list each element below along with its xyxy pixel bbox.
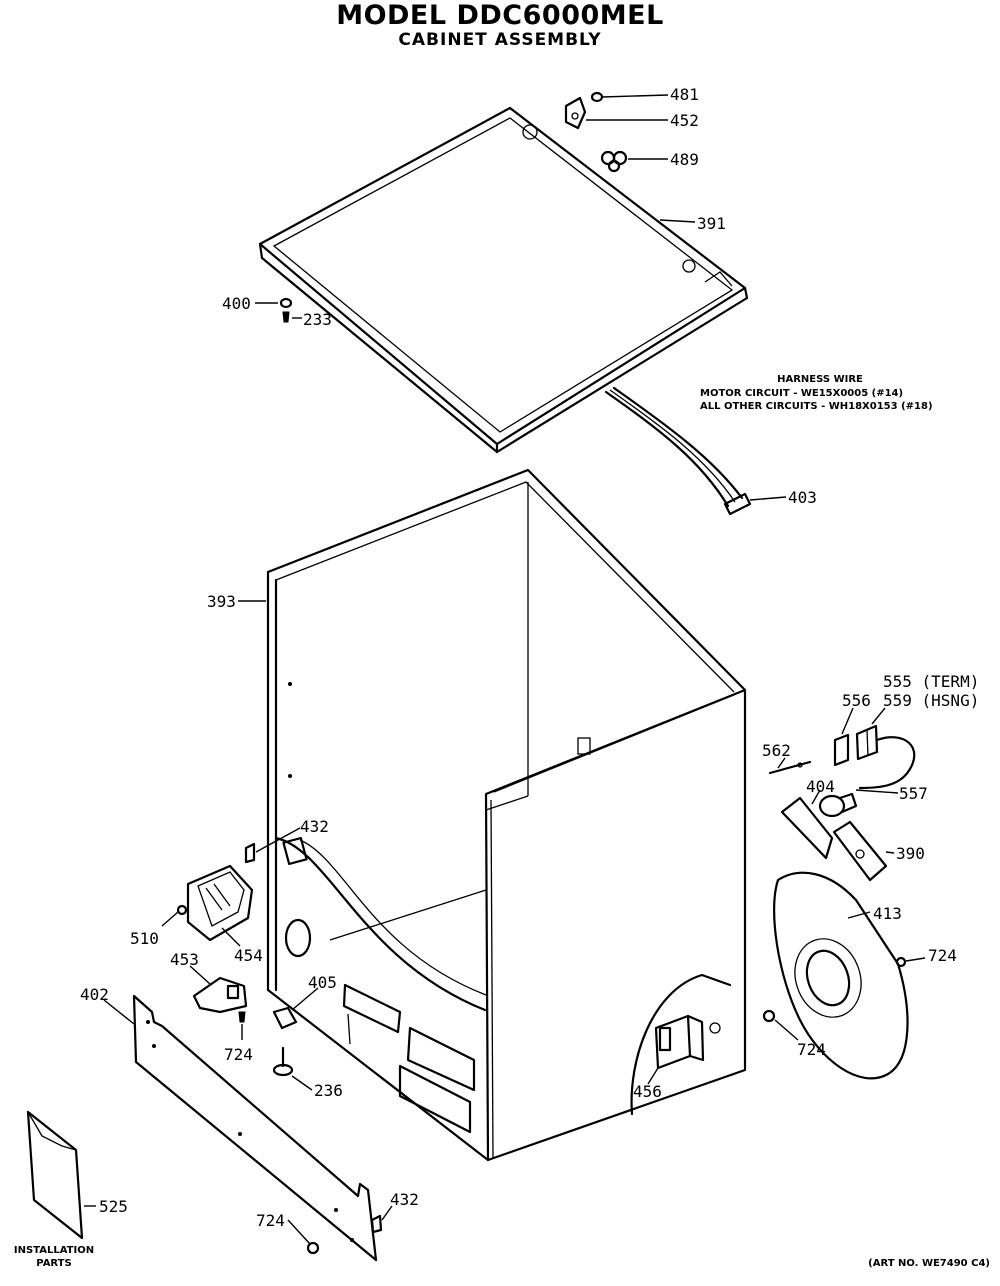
terminal-block-556 [833,707,854,767]
housing-559 [855,707,916,790]
clip-432b [370,1205,393,1234]
top-cover-391 [258,106,749,454]
callout-432-bottom: 432 [390,1190,419,1209]
bracket-456 [647,1014,721,1085]
callout-724-right: 724 [928,946,957,965]
callout-391: 391 [697,214,726,233]
harness-note-title: HARNESS WIRE [777,374,863,385]
callout-390: 390 [896,844,925,863]
clip-432a [244,827,301,864]
screw-233 [282,311,302,323]
art-number: (ART NO. WE7490 C4) [868,1258,990,1269]
callout-559: 559 (HSNG) [883,691,979,710]
harness-403 [604,386,787,516]
toe-panel-402 [103,994,378,1262]
hinge-452 [564,96,587,130]
callout-454: 454 [234,946,263,965]
wire-562 [768,757,812,775]
callout-400: 400 [222,294,251,313]
leader-391 [659,219,696,223]
callout-405: 405 [308,973,337,992]
bracket-404 [780,789,834,860]
screw-724b [762,1009,799,1041]
callout-489: 489 [670,150,699,169]
screw-481 [590,91,669,103]
fastener-400 [255,297,293,309]
harness-note-other: ALL OTHER CIRCUITS - WH18X0153 (#18) [700,401,933,412]
screw-724a [895,956,926,968]
installation-label: INSTALLATION [14,1245,94,1256]
installation-parts-label: PARTS [36,1258,71,1269]
screw-724c [238,1011,246,1040]
clip-405 [272,987,319,1030]
callout-236: 236 [314,1081,343,1100]
screw-724d [287,1219,320,1255]
model-title: MODEL DDC6000MEL [336,0,664,31]
callout-557: 557 [899,784,928,803]
callout-456: 456 [633,1082,662,1101]
callout-556: 556 [842,691,871,710]
callout-555: 555 (TERM) [883,672,979,691]
callout-510: 510 [130,929,159,948]
callout-724-panel: 724 [797,1040,826,1059]
callout-413: 413 [873,904,902,923]
cabinet-393 [238,468,747,1162]
callout-562: 562 [762,741,791,760]
vent-454 [186,864,254,947]
clip-489 [600,150,668,173]
callout-525: 525 [99,1197,128,1216]
callout-402: 402 [80,985,109,1004]
callout-481: 481 [670,85,699,104]
callout-403: 403 [788,488,817,507]
callout-393: 393 [207,592,236,611]
assembly-subtitle: CABINET ASSEMBLY [398,30,602,50]
screw-510 [161,904,188,927]
harness-note-motor: MOTOR CIRCUIT - WE15X0005 (#14) [700,388,903,399]
plate-390 [832,820,895,882]
callout-233: 233 [303,310,332,329]
callout-724-left: 724 [224,1045,253,1064]
leveling-leg-236 [272,1046,313,1091]
bracket-453 [189,965,248,1014]
installation-kit-525 [26,1110,96,1240]
callout-453: 453 [170,950,199,969]
sensor-557 [818,789,899,818]
callout-404: 404 [806,777,835,796]
callout-432-top: 432 [300,817,329,836]
callout-452: 452 [670,111,699,130]
rear-panel-413 [773,871,909,1080]
callout-724-bottom: 724 [256,1211,285,1230]
